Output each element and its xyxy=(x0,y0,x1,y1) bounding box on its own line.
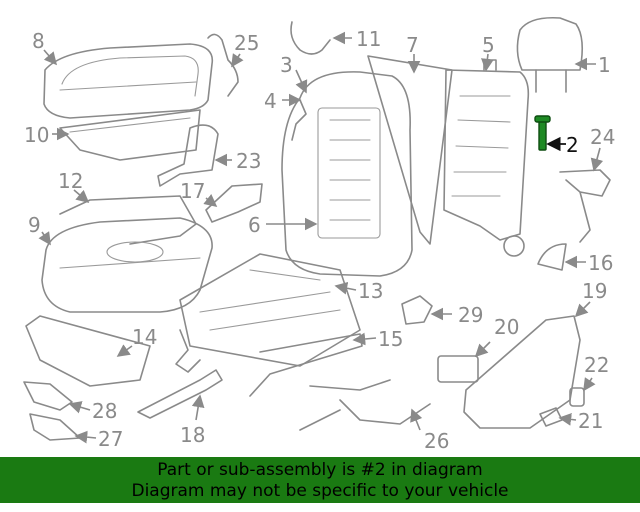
callout-1: 1 xyxy=(598,53,611,77)
part-21-knob xyxy=(539,407,563,427)
part-13-seat-frame xyxy=(179,253,361,367)
callout-3: 3 xyxy=(280,53,293,77)
callout-26: 26 xyxy=(424,429,449,453)
disclaimer-banner: Part or sub-assembly is #2 in diagram Di… xyxy=(0,457,640,503)
callout-24: 24 xyxy=(590,125,615,149)
part-7-back-board xyxy=(367,55,453,245)
part-25-wire xyxy=(207,33,239,97)
callout-13: 13 xyxy=(358,279,383,303)
callout-8: 8 xyxy=(32,29,45,53)
callout-numbers: 1 2 3 4 5 6 7 8 9 10 11 12 13 14 15 16 1… xyxy=(24,27,615,453)
callout-16: 16 xyxy=(588,251,613,275)
part-24-wire xyxy=(559,169,611,243)
part-19-side-shield xyxy=(463,315,581,429)
part-16-recliner-cover xyxy=(537,243,567,271)
part-29-bracket xyxy=(401,295,433,325)
part-15-seat-track xyxy=(175,329,363,397)
part-8-cushion-pad xyxy=(43,43,214,119)
leader-lines xyxy=(38,31,604,444)
callout-12: 12 xyxy=(58,169,83,193)
callout-21: 21 xyxy=(578,409,603,433)
part-23-cover xyxy=(157,124,219,187)
callout-6: 6 xyxy=(248,213,261,237)
part-2-highlighted xyxy=(534,115,551,151)
callout-27: 27 xyxy=(98,427,123,451)
callout-28: 28 xyxy=(92,399,117,423)
callout-20: 20 xyxy=(494,315,519,339)
part-6-seatback-pad xyxy=(281,71,413,277)
callout-11: 11 xyxy=(356,27,381,51)
part-17-bracket xyxy=(205,183,263,223)
callout-2: 2 xyxy=(566,133,579,157)
callout-5: 5 xyxy=(482,33,495,57)
callout-19: 19 xyxy=(582,279,607,303)
banner-line-1: Part or sub-assembly is #2 in diagram xyxy=(157,460,483,480)
part-10-cushion-frame xyxy=(59,109,201,161)
seat-parts-diagram: 1 2 3 4 5 6 7 8 9 10 11 12 13 14 15 16 1… xyxy=(23,16,615,453)
part-22-knob xyxy=(569,387,585,407)
part-20-switch xyxy=(437,355,479,383)
part-27-bracket xyxy=(29,413,81,441)
callout-15: 15 xyxy=(378,327,403,351)
callout-18: 18 xyxy=(180,423,205,447)
callout-22: 22 xyxy=(584,353,609,377)
part-28-bracket xyxy=(23,381,73,411)
banner-line-2: Diagram may not be specific to your vehi… xyxy=(131,481,509,501)
callout-4: 4 xyxy=(264,89,277,113)
callout-23: 23 xyxy=(236,149,261,173)
part-14-side-cover xyxy=(25,315,151,387)
part-11-wire xyxy=(290,21,331,55)
callout-29: 29 xyxy=(458,303,483,327)
callout-9: 9 xyxy=(28,213,41,237)
callout-10: 10 xyxy=(24,123,49,147)
part-9-cushion xyxy=(41,217,213,313)
part-18-cover xyxy=(137,369,223,419)
callout-14: 14 xyxy=(132,325,157,349)
callout-25: 25 xyxy=(234,31,259,55)
part-5-seatback-frame xyxy=(443,59,530,257)
callout-17: 17 xyxy=(180,179,205,203)
part-1-headrest xyxy=(516,16,584,93)
callout-7: 7 xyxy=(406,33,419,57)
part-26-harness xyxy=(299,379,431,431)
